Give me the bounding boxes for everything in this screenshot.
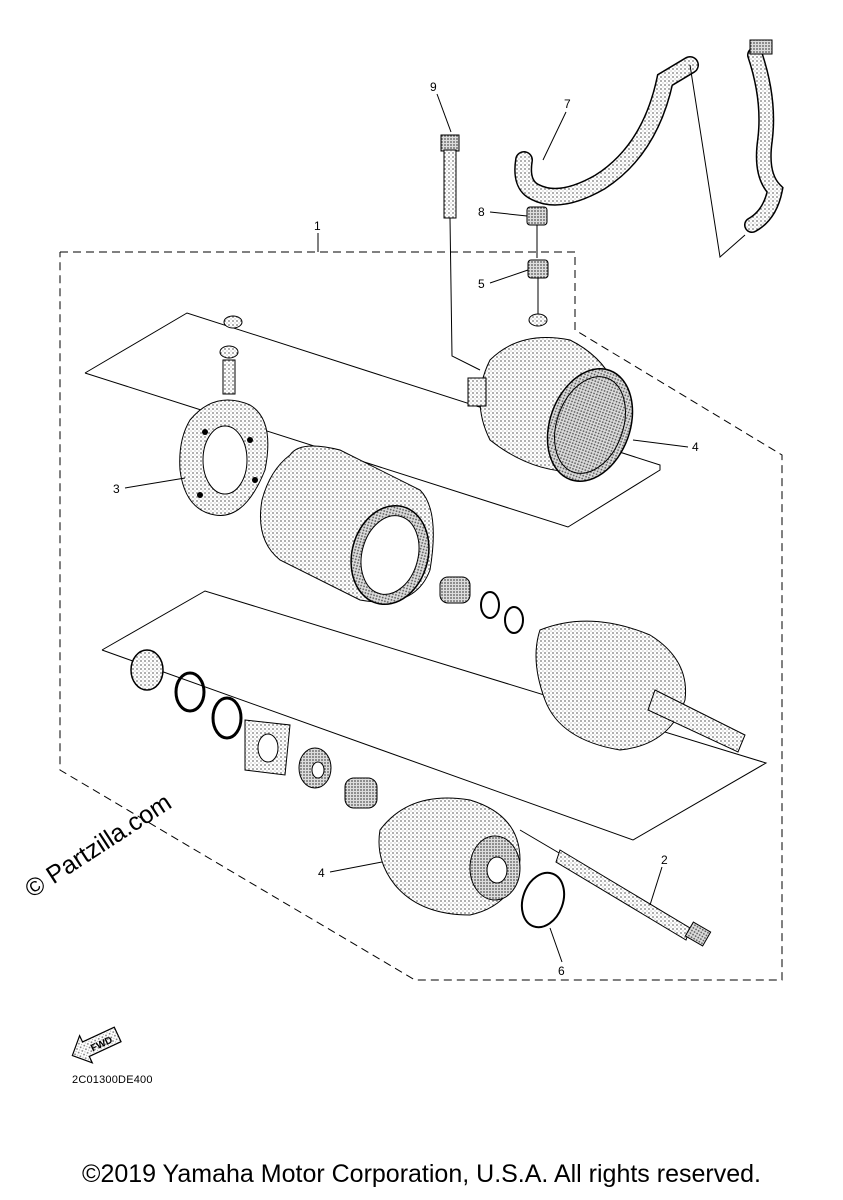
callout-2: 2 [661, 853, 668, 867]
part-8-nut[interactable] [526, 206, 548, 226]
washer[interactable] [174, 671, 206, 713]
copyright-notice: ©2019 Yamaha Motor Corporation, U.S.A. A… [82, 1160, 761, 1188]
part-6-o-ring[interactable] [515, 867, 572, 933]
part-9-bolt[interactable] [440, 134, 481, 371]
callout-5: 5 [478, 277, 485, 291]
callout-4-lower: 4 [318, 866, 325, 880]
callout-9: 9 [430, 80, 437, 94]
washer[interactable] [504, 606, 524, 634]
lower-subassembly-box [101, 590, 768, 841]
bushing[interactable] [344, 777, 378, 809]
washer[interactable] [211, 696, 243, 740]
callout-8: 8 [478, 205, 485, 219]
part-4-upper-cover[interactable] [467, 337, 647, 494]
washer[interactable] [223, 315, 243, 329]
callout-3: 3 [113, 482, 120, 496]
bearing[interactable] [298, 747, 332, 789]
diagram-code: 2C01300DE400 [72, 1074, 153, 1086]
o-ring[interactable] [130, 649, 164, 691]
oil-seal-plate[interactable] [244, 719, 291, 776]
washer[interactable] [480, 591, 500, 619]
bracket-stud[interactable] [222, 359, 236, 395]
bushing[interactable] [439, 576, 471, 604]
leader-lines [124, 93, 689, 963]
part-2-through-bolt[interactable] [519, 829, 712, 947]
part-3-brush-holder[interactable] [179, 399, 269, 516]
part-5-nut[interactable] [527, 259, 549, 279]
yoke-body[interactable] [259, 445, 439, 613]
part-7-lead-wire[interactable] [514, 39, 784, 258]
callout-1: 1 [314, 219, 321, 233]
assembly-boundary [59, 251, 783, 981]
part-4-front-cover[interactable] [378, 797, 521, 916]
callout-4-upper: 4 [692, 440, 699, 454]
forward-arrow-icon: FWD [71, 1026, 122, 1064]
callout-6: 6 [558, 964, 565, 978]
upper-subassembly-box [84, 312, 661, 528]
callout-7: 7 [564, 97, 571, 111]
washer[interactable] [219, 345, 239, 359]
armature[interactable] [535, 620, 746, 753]
